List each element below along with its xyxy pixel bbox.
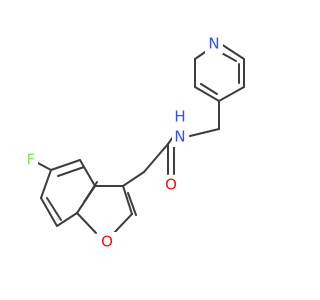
bond-layer (35, 43, 245, 234)
atom-label-fluorine: F (27, 151, 36, 169)
bond-pyridine-double-2 (200, 83, 218, 95)
bond-benzene-2 (50, 159, 81, 171)
bond-furan-3 (76, 212, 97, 234)
bond-ch2-nh (189, 128, 220, 137)
atom-label-furan-o: O (101, 233, 113, 251)
bond-benzene-1 (79, 159, 96, 187)
atom-background-furan-o (98, 232, 116, 252)
atom-background-amide-h (173, 108, 187, 126)
bond-furan-1 (122, 185, 133, 215)
atom-background-carbonyl-o (162, 175, 180, 195)
bond-furan-2 (113, 213, 133, 234)
atom-background-fluorine (24, 150, 38, 170)
bond-pyridine-1 (220, 43, 245, 60)
bond-furan-double (127, 192, 137, 216)
atom-label-carbonyl-o: O (165, 176, 177, 194)
bond-benzene-double-1 (57, 166, 85, 177)
atom-label-amide-n: N (174, 128, 185, 146)
atom-label-pyridine-n: N (208, 35, 219, 53)
atom-background-pyridine-n (205, 34, 223, 54)
bond-fluoro (35, 161, 52, 171)
atom-background-amide-n (172, 127, 188, 147)
bond-pyridine-3 (218, 86, 245, 102)
atom-label-amide-h: H (174, 108, 185, 126)
bond-pyridine-4 (194, 86, 220, 102)
bond-benzene-4 (40, 197, 58, 227)
molecule-structure-diagram: N N H O F O (24, 34, 245, 252)
bond-carbonyl-ch2 (143, 143, 169, 173)
bond-benzene-double-3 (83, 181, 98, 203)
bond-benzene-3 (40, 169, 52, 199)
bond-benzene-5 (56, 212, 78, 227)
bond-benzene-double-2 (46, 197, 62, 221)
atom-label-layer: N N H O F O (24, 34, 223, 252)
bond-ch2-benzofuran (122, 171, 145, 187)
